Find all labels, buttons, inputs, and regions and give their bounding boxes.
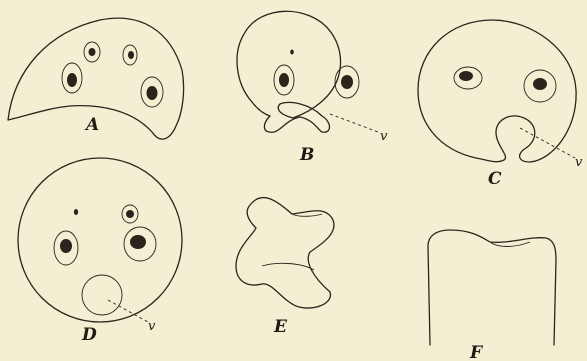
- figure-d: v D: [18, 158, 182, 345]
- figure-d-label: D: [81, 325, 97, 345]
- figure-e-outline: [236, 198, 334, 309]
- figure-c-label: C: [488, 169, 502, 189]
- figure-b-pointer-line: [330, 114, 378, 132]
- figure-d-inner-bulb: [82, 275, 122, 315]
- figure-b-nucleus-right: [335, 66, 359, 98]
- figure-c: v C: [418, 20, 583, 189]
- figure-d-outline: [18, 158, 182, 322]
- figure-e-inner-line-top: [292, 214, 322, 216]
- figure-a-nucleus-4: [141, 77, 163, 107]
- figure-b-outline: [237, 11, 340, 132]
- figure-b-dot: [290, 50, 294, 55]
- figure-e-inner-line-bottom: [262, 263, 314, 270]
- figure-b-pointer-label: v: [380, 129, 388, 144]
- figure-e: E: [236, 198, 334, 337]
- figure-a-label: A: [84, 115, 99, 135]
- figure-d-pointer-label: v: [148, 319, 156, 334]
- figure-a-nucleus-1: [84, 42, 100, 62]
- figure-c-outline: [418, 20, 576, 162]
- figure-c-pointer-label: v: [575, 155, 583, 170]
- figure-e-label: E: [273, 317, 288, 337]
- figure-c-nucleus-right: [524, 70, 556, 102]
- figure-a-nucleus-3: [62, 63, 82, 93]
- figure-f-label: F: [469, 343, 484, 361]
- figure-d-nucleus-top: [122, 205, 138, 223]
- figure-c-nucleus-left: [454, 67, 482, 89]
- figure-d-nucleus-right: [124, 227, 156, 261]
- figure-a-nucleus-2: [123, 45, 137, 65]
- figure-b-label: B: [299, 145, 314, 165]
- figure-f-outline: [428, 230, 556, 345]
- figure-d-dot: [74, 209, 78, 215]
- figure-a: A: [8, 18, 184, 139]
- figure-d-nucleus-left: [54, 231, 78, 265]
- figure-b: v B: [237, 11, 388, 165]
- figure-b-nucleus-left: [274, 65, 294, 95]
- figure-f: F: [428, 230, 556, 361]
